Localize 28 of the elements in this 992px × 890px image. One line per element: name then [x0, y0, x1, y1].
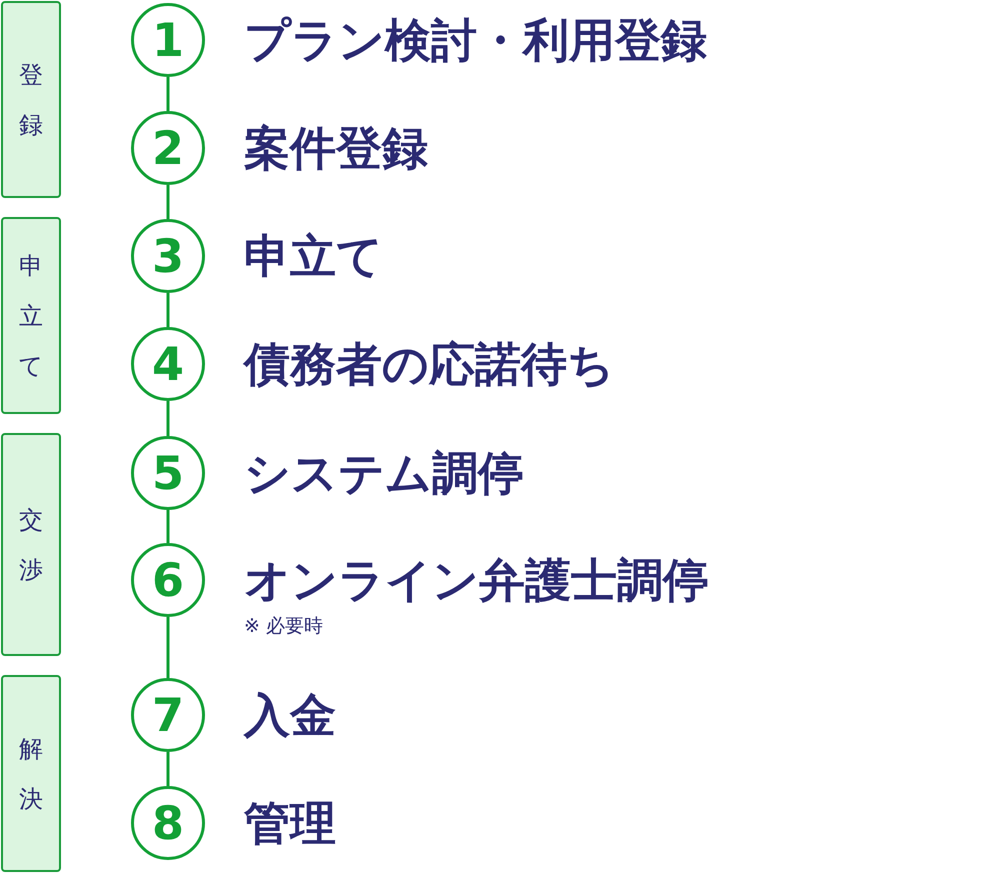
- connector-line: [166, 617, 170, 678]
- connector-line: [166, 185, 170, 219]
- step-title: システム調停: [244, 445, 524, 502]
- step-title: 債務者の応諾待ち: [244, 336, 614, 393]
- connector-line: [166, 77, 170, 111]
- step-title: オンライン弁護士調停: [244, 552, 709, 609]
- step-circle: 3: [131, 219, 205, 293]
- step-circle: 4: [131, 327, 205, 401]
- step-title: 申立て: [244, 228, 383, 285]
- connector-line: [166, 510, 170, 543]
- step-circle: 5: [131, 436, 205, 510]
- step-circle: 8: [131, 786, 205, 860]
- step-circle: 2: [131, 111, 205, 185]
- connector-line: [166, 752, 170, 786]
- stage-box: 申立て: [1, 217, 61, 414]
- connector-line: [166, 401, 170, 436]
- note-text: ※ 必要時: [244, 614, 323, 639]
- step-circle: 1: [131, 3, 205, 77]
- step-circle: 6: [131, 543, 205, 617]
- step-title: プラン検討・利用登録: [244, 12, 707, 69]
- step-circle: 7: [131, 678, 205, 752]
- step-title: 管理: [244, 795, 336, 852]
- step-title: 入金: [244, 687, 336, 744]
- connector-line: [166, 293, 170, 327]
- stage-box: 交渉: [1, 433, 61, 656]
- stage-box: 登録: [1, 1, 61, 198]
- step-title: 案件登録: [244, 120, 428, 177]
- stage-box: 解決: [1, 675, 61, 872]
